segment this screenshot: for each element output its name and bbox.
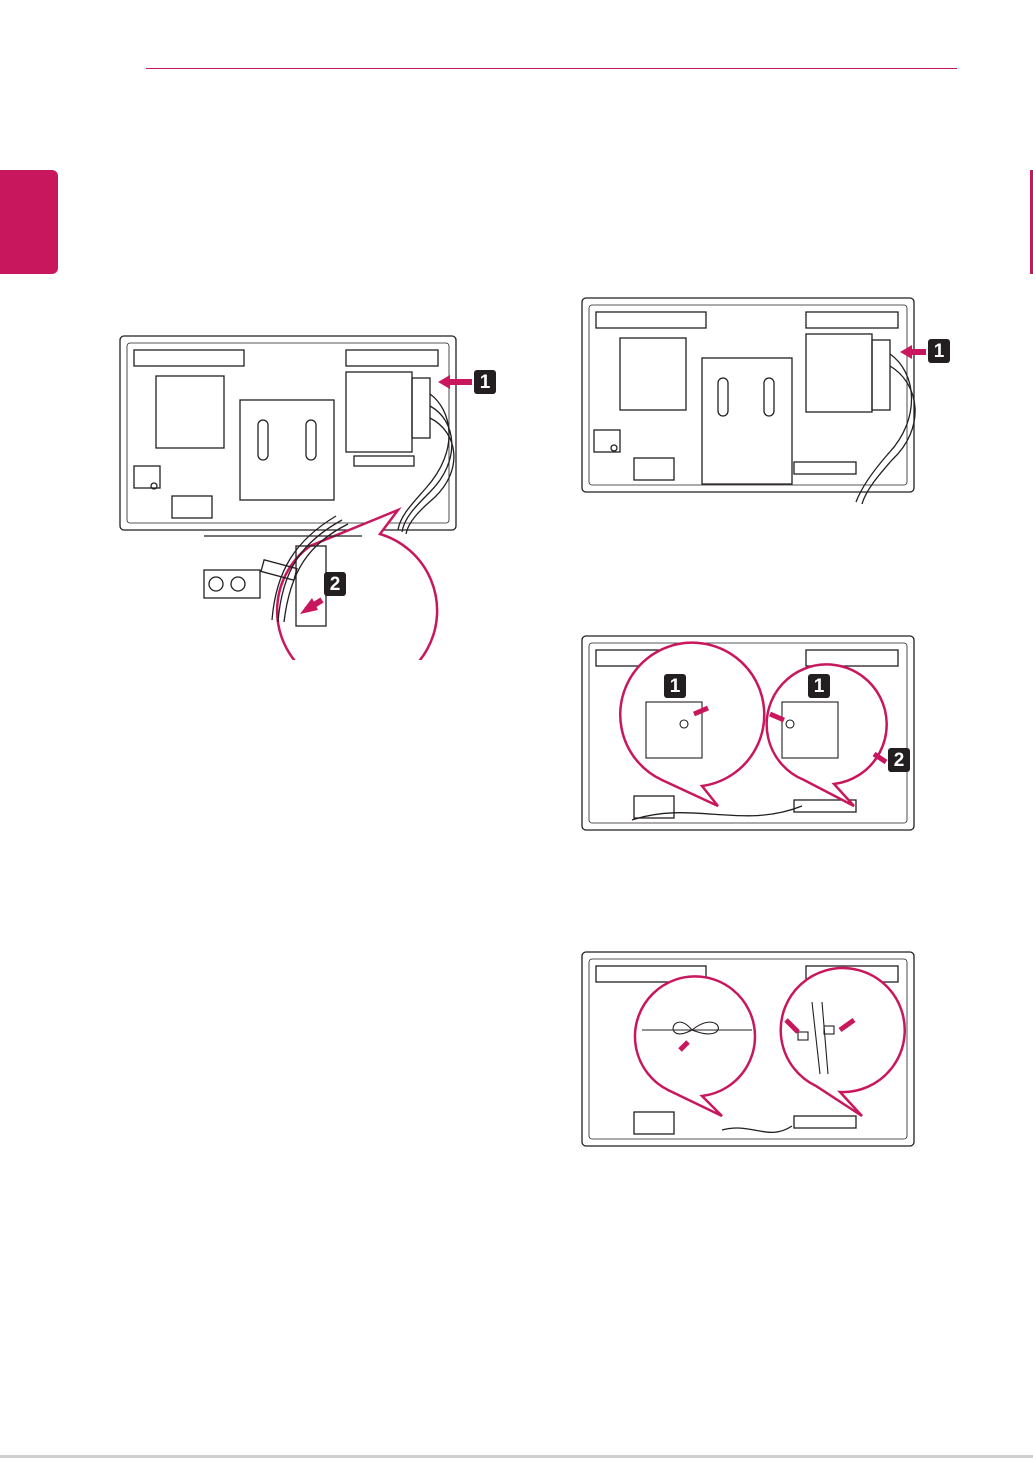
callout-2: 2	[894, 750, 905, 771]
illustration-bracket-screws: 1 1 2	[572, 630, 962, 836]
callout-1: 1	[670, 676, 681, 697]
header-rule	[146, 68, 957, 69]
illustration-cable-tie-rear: 1 2	[100, 320, 520, 660]
callout-1: 1	[814, 676, 825, 697]
callout-1: 1	[480, 372, 491, 393]
callout-2: 2	[330, 574, 341, 595]
illustration-cable-routing: 1	[572, 292, 962, 506]
illustration-cable-loop-ties	[572, 946, 962, 1152]
callout-1: 1	[934, 341, 945, 362]
chapter-tab	[0, 170, 58, 274]
